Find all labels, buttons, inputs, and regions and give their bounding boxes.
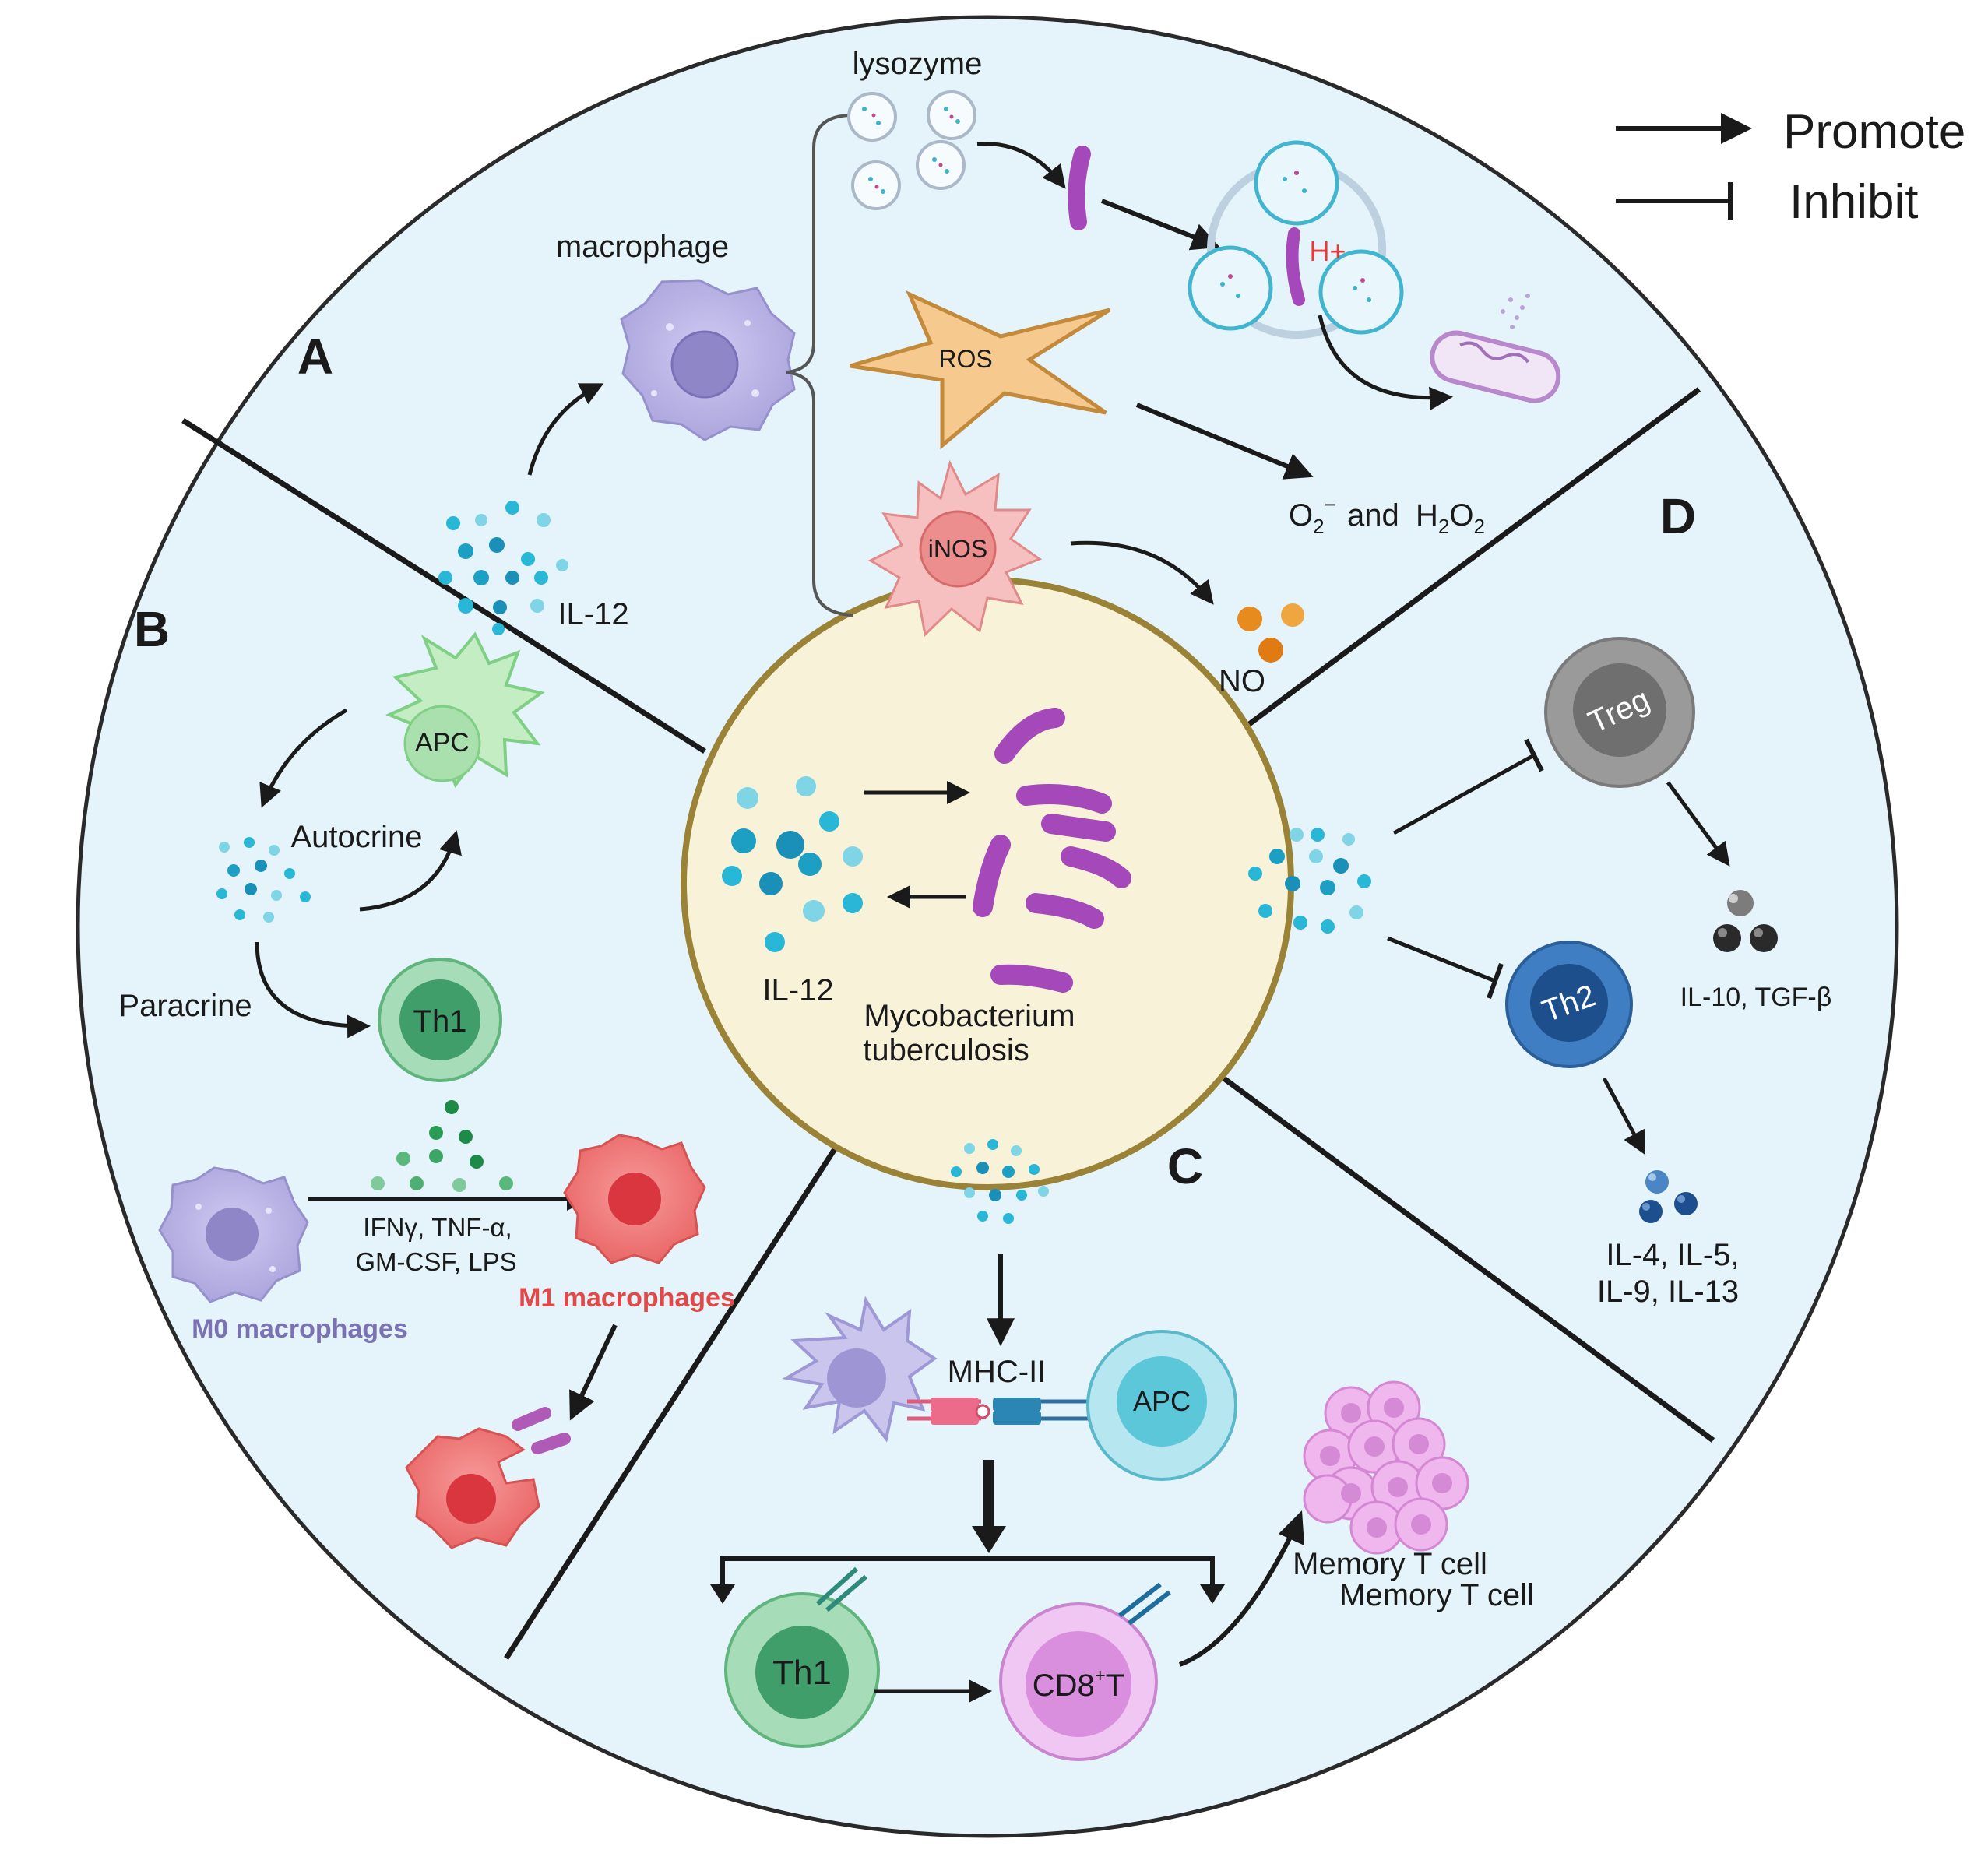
panel-d-cytokine-cluster [1248,828,1371,934]
panel-c-apc-label: APC [1133,1385,1191,1417]
o2-h2o2-label: O2− and H2O2 [1289,493,1485,538]
panel-b-th1-cell [378,958,502,1082]
degraded-bacterium [1430,294,1561,403]
cd8-label-a: CD8 [1033,1668,1095,1703]
arrow-m1-to-phagocytosis [569,1324,618,1421]
panel-a-il12-cluster [438,501,568,635]
h-plus-label: H+ [1309,235,1346,267]
center-il12-label: IL-12 [762,973,833,1007]
center-cytokine-cluster [722,776,863,952]
brace [786,114,853,617]
inos-cell [867,459,1043,638]
panel-a-il12-label: IL-12 [558,597,628,631]
panel-c-th1-cell [724,1566,880,1748]
m1-phagocytosing-cell [405,1407,571,1549]
arrow-inos-to-no [1070,540,1214,605]
m1-macrophage [563,1134,706,1264]
lysozyme-label: lysozyme [853,47,983,81]
arrow-cytokines-to-th1 [255,941,371,1039]
mhc-complex [907,1398,1106,1425]
memory-label-2: Memory T cell [1339,1578,1534,1612]
arrow-il12-to-macrophage [527,383,604,476]
section-label-a: A [297,329,333,385]
panel-b-cytokine-cluster [216,837,311,923]
phagolysosome [1188,140,1404,339]
svg-text:H2O2: H2O2 [1416,498,1485,538]
arrow-phagolysosome-to-debris [1318,315,1453,410]
ros-label: ROS [938,345,992,373]
section-label-b: B [134,601,170,657]
arrow-treg-to-il10 [1666,781,1730,867]
il4-molecules [1639,1170,1698,1223]
panel-a-macrophage [620,279,796,441]
panel-c-th1-label: Th1 [772,1654,832,1692]
il10-label: IL-10, TGF-β [1680,983,1832,1012]
o2-and-label: and [1347,498,1399,533]
inhibit-line-treg [1392,753,1536,835]
autocrine-label: Autocrine [291,820,423,854]
mtb-label-line2: tuberculosis [863,1033,1029,1067]
panel-c-cytokine-cluster [951,1139,1049,1224]
no-label: NO [1219,664,1265,698]
arrow-lysozyme-to-bacterium [976,142,1066,189]
panel-b-th1-label: Th1 [413,1004,467,1039]
cytokines-label-line1: IFNγ, TNF-α, [363,1213,512,1242]
paracrine-label: Paracrine [118,989,252,1023]
ros-star [850,290,1111,450]
panel-a-macrophage-label: macrophage [556,230,729,264]
panel-c-apc-cell [1086,1330,1237,1481]
branch-lines [720,1556,1215,1588]
panel-c-dendritic-cell [782,1296,938,1443]
panel-a-bacterium [1068,146,1091,230]
m0-label: M0 macrophages [192,1314,408,1344]
il4-label-line2: IL-9, IL-13 [1597,1275,1739,1309]
treg-cell [1544,637,1695,788]
no-molecules [1237,603,1304,663]
mhc-label: MHC-II [948,1355,1047,1389]
cd8-label-sup: + [1095,1665,1106,1686]
il4-label-line1: IL-4, IL-5, [1606,1238,1739,1272]
arrow-apc-to-cytokines [259,708,348,808]
legend-inhibit-label: Inhibit [1789,175,1918,229]
legend-promote-label: Promote [1783,105,1965,159]
bacteria-cluster [973,708,1131,993]
cytokines-label-line2: GM-CSF, LPS [355,1247,516,1276]
section-dividers [181,387,1715,1660]
panel-b-apc-label: APC [415,728,470,758]
inos-label: iNOS [928,535,987,563]
arrow-cd8-to-memory [1178,1531,1295,1667]
arrow-ros-to-o2 [1135,403,1314,480]
cd8-label-b: T [1106,1668,1124,1703]
memory-label-1: Memory T cell [1293,1547,1487,1581]
cd8-label: CD8+T [1033,1665,1124,1703]
mtb-label-line1: Mycobacterium [864,999,1075,1033]
cd8-t-cell [999,1582,1171,1761]
m1-label: M1 macrophages [519,1283,735,1313]
m0-macrophage [158,1166,309,1303]
inhibit-line-th2 [1387,936,1496,983]
memory-t-cell-cluster [1303,1380,1469,1555]
il10-molecules [1713,890,1778,952]
arrow-cytokines-to-apc [359,830,462,912]
lysozyme-vesicles [847,90,976,210]
th2-cell [1505,941,1633,1068]
section-label-c: C [1167,1138,1203,1194]
arrow-bacterium-to-phagolysosome [1100,199,1220,251]
panel-b-apc-cell [385,631,545,789]
section-label-d: D [1660,488,1696,544]
arrow-th2-to-il4 [1602,1077,1645,1155]
green-cytokine-cluster [371,1100,513,1192]
legend: Promote Inhibit [1616,105,1965,229]
